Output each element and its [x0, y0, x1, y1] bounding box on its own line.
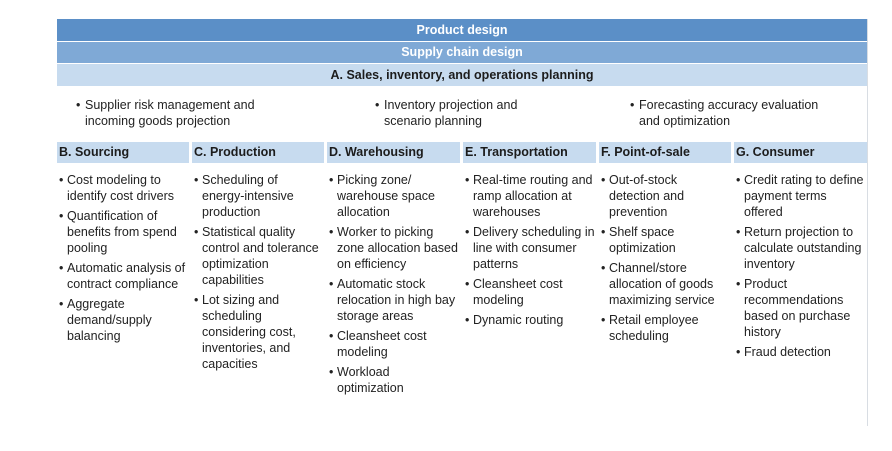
bullet-icon: •	[194, 293, 199, 307]
bullet-icon: •	[601, 313, 606, 327]
bullet-icon: •	[736, 345, 741, 359]
bullet-icon: •	[601, 261, 606, 275]
column-sourcing: •Cost modeling to identify cost drivers …	[59, 172, 187, 348]
list-item: •Channel/store allocation of goods maxim…	[601, 260, 729, 308]
bullet-icon: •	[329, 225, 334, 239]
list-item-text: Cleansheet cost modeling	[337, 329, 427, 359]
list-item-text: Dynamic routing	[473, 313, 564, 327]
sop-items: • Supplier risk management and incoming …	[57, 97, 867, 137]
list-item-text: Product recommendations based on purchas…	[744, 277, 851, 339]
column-header-point-of-sale: F. Point-of-sale	[599, 142, 731, 163]
list-item-text: Automatic analysis of contract complianc…	[67, 261, 186, 291]
list-item: •Picking zone/ warehouse space allocatio…	[329, 172, 459, 220]
bullet-icon: •	[736, 277, 741, 291]
list-item: •Product recommendations based on purcha…	[736, 276, 866, 340]
sop-item: • Forecasting accuracy evaluation and op…	[630, 97, 830, 129]
column-header-consumer: G. Consumer	[734, 142, 867, 163]
bullet-icon: •	[601, 173, 606, 187]
list-item-text: Out-of-stock detection and prevention	[609, 173, 685, 219]
list-item-text: Quantification of benefits from spend po…	[67, 209, 177, 255]
list-item: •Cost modeling to identify cost drivers	[59, 172, 187, 204]
bullet-icon: •	[59, 209, 64, 223]
bullet-icon: •	[329, 365, 334, 379]
bullet-icon: •	[329, 277, 334, 291]
list-item: •Cleansheet cost modeling	[465, 276, 595, 308]
list-item: •Cleansheet cost modeling	[329, 328, 459, 360]
column-production: •Scheduling of energy-intensive producti…	[194, 172, 322, 376]
list-item: •Quantification of benefits from spend p…	[59, 208, 187, 256]
column-point-of-sale: •Out-of-stock detection and prevention •…	[601, 172, 729, 348]
bullet-icon: •	[465, 225, 470, 239]
list-item: •Workload optimization	[329, 364, 459, 396]
list-item-text: Retail employee scheduling	[609, 313, 699, 343]
bullet-icon: •	[329, 329, 334, 343]
column-header-transportation: E. Transportation	[463, 142, 596, 163]
list-item: •Worker to picking zone allocation based…	[329, 224, 459, 272]
supply-chain-diagram: Product design Supply chain design A. Sa…	[57, 19, 868, 426]
list-item: •Scheduling of energy-intensive producti…	[194, 172, 322, 220]
bullet-icon: •	[601, 225, 606, 239]
list-item-text: Cost modeling to identify cost drivers	[67, 173, 174, 203]
bullet-icon: •	[375, 98, 380, 112]
list-item: •Shelf space optimization	[601, 224, 729, 256]
bullet-icon: •	[59, 173, 64, 187]
column-warehousing: •Picking zone/ warehouse space allocatio…	[329, 172, 459, 400]
sop-item-text: Supplier risk management and incoming go…	[85, 98, 255, 128]
list-item-text: Worker to picking zone allocation based …	[337, 225, 458, 271]
list-item: •Dynamic routing	[465, 312, 595, 328]
list-item-text: Picking zone/ warehouse space allocation	[337, 173, 435, 219]
list-item-text: Credit rating to define payment terms of…	[744, 173, 864, 219]
bullet-icon: •	[59, 261, 64, 275]
list-item: •Automatic analysis of contract complian…	[59, 260, 187, 292]
list-item-text: Real-time routing and ramp allocation at…	[473, 173, 593, 219]
bullet-icon: •	[465, 313, 470, 327]
list-item: •Out-of-stock detection and prevention	[601, 172, 729, 220]
list-item: •Retail employee scheduling	[601, 312, 729, 344]
bullet-icon: •	[465, 277, 470, 291]
list-item-text: Workload optimization	[337, 365, 404, 395]
column-headers: B. Sourcing C. Production D. Warehousing…	[57, 142, 867, 163]
list-item: •Lot sizing and scheduling considering c…	[194, 292, 322, 372]
list-item: •Statistical quality control and toleran…	[194, 224, 322, 288]
sop-item-text: Forecasting accuracy evaluation and opti…	[639, 98, 819, 128]
bullet-icon: •	[194, 173, 199, 187]
bullet-icon: •	[329, 173, 334, 187]
list-item-text: Channel/store allocation of goods maximi…	[609, 261, 715, 307]
bullet-icon: •	[76, 98, 81, 112]
list-item: •Delivery scheduling in line with consum…	[465, 224, 595, 272]
list-item-text: Lot sizing and scheduling considering co…	[202, 293, 296, 371]
band-supply-chain-design: Supply chain design	[57, 41, 867, 63]
bullet-icon: •	[736, 173, 741, 187]
list-item: •Automatic stock relocation in high bay …	[329, 276, 459, 324]
sop-item: • Supplier risk management and incoming …	[76, 97, 296, 129]
list-item-text: Fraud detection	[744, 345, 831, 359]
list-item: •Real-time routing and ramp allocation a…	[465, 172, 595, 220]
column-consumer: •Credit rating to define payment terms o…	[736, 172, 866, 364]
list-item: •Aggregate demand/supply balancing	[59, 296, 187, 344]
bullet-icon: •	[630, 98, 635, 112]
list-item: •Fraud detection	[736, 344, 866, 360]
list-item-text: Automatic stock relocation in high bay s…	[337, 277, 456, 323]
column-header-warehousing: D. Warehousing	[327, 142, 460, 163]
list-item: •Return projection to calculate outstand…	[736, 224, 866, 272]
sop-item-text: Inventory projection and scenario planni…	[384, 98, 518, 128]
list-item-text: Scheduling of energy-intensive productio…	[202, 173, 294, 219]
list-item-text: Statistical quality control and toleranc…	[202, 225, 319, 287]
bullet-icon: •	[465, 173, 470, 187]
bullet-icon: •	[59, 297, 64, 311]
list-item: •Credit rating to define payment terms o…	[736, 172, 866, 220]
sop-item: • Inventory projection and scenario plan…	[375, 97, 560, 129]
list-item-text: Return projection to calculate outstandi…	[744, 225, 862, 271]
column-header-production: C. Production	[192, 142, 324, 163]
column-header-sourcing: B. Sourcing	[57, 142, 189, 163]
bullet-icon: •	[736, 225, 741, 239]
column-transportation: •Real-time routing and ramp allocation a…	[465, 172, 595, 332]
list-item-text: Delivery scheduling in line with consume…	[473, 225, 595, 271]
list-item-text: Cleansheet cost modeling	[473, 277, 563, 307]
bullet-icon: •	[194, 225, 199, 239]
band-product-design: Product design	[57, 19, 867, 41]
list-item-text: Aggregate demand/supply balancing	[67, 297, 152, 343]
band-sop: A. Sales, inventory, and operations plan…	[57, 64, 867, 86]
list-item-text: Shelf space optimization	[609, 225, 676, 255]
